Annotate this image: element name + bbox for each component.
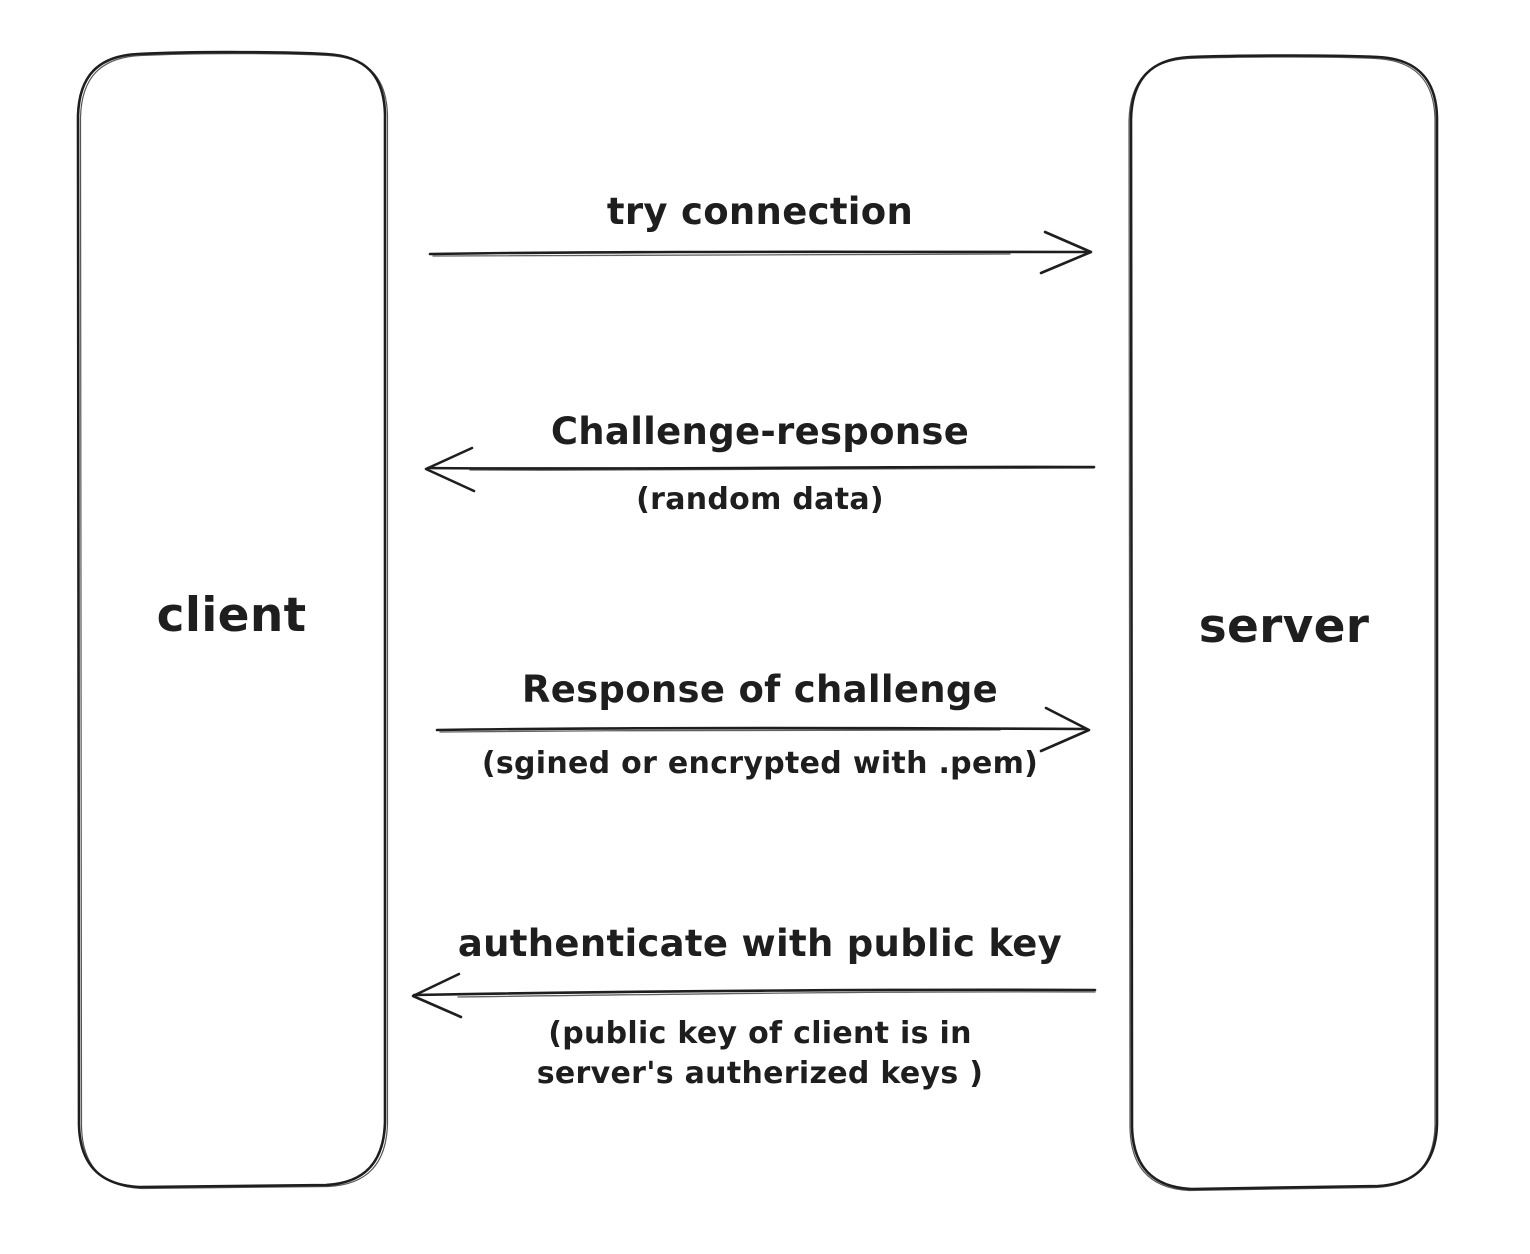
client-box: [76, 50, 389, 1190]
arrow-challenge-response: [424, 446, 1096, 493]
message-3-sublabel: (sgined or encrypted with .pem): [481, 746, 1039, 781]
message-4-sublabel-line1: (public key of client is in: [548, 1016, 972, 1051]
message-3-label: Response of challenge: [521, 668, 999, 711]
message-2-sublabel: (random data): [636, 482, 884, 517]
arrowhead-left-icon: [424, 446, 476, 493]
arrow-authenticate-public-key: [411, 972, 1097, 1019]
arrowhead-left-icon: [411, 972, 463, 1019]
message-4-sublabel-line2: server's autherized keys ): [536, 1056, 984, 1091]
message-1-label: try connection: [606, 190, 914, 233]
message-4-label: authenticate with public key: [457, 922, 1063, 965]
server-box: [1128, 54, 1439, 1192]
arrow-response-of-challenge: [435, 706, 1091, 753]
arrow-try-connection: [428, 230, 1093, 275]
server-label: server: [1198, 599, 1370, 654]
message-2-label: Challenge-response: [550, 410, 970, 453]
arrowhead-right-icon: [1039, 230, 1093, 275]
client-label: client: [156, 588, 307, 643]
arrowhead-right-icon: [1039, 706, 1091, 753]
